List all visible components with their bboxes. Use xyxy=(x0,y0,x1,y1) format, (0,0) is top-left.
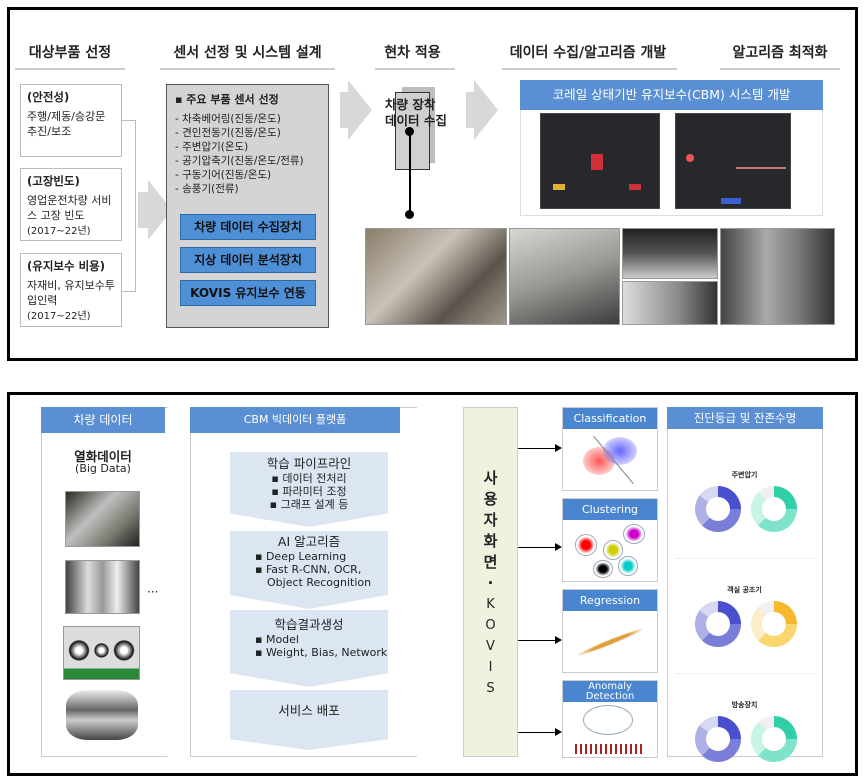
sensor-install-photo xyxy=(509,228,620,325)
kovis-char: 사 xyxy=(483,469,498,487)
bottom-panel xyxy=(7,392,858,776)
component-label: 객실 공조기 xyxy=(727,586,762,594)
kovis-char: K xyxy=(486,597,495,612)
diagnosis-header: 진단등급 및 잔존수명 xyxy=(667,407,823,429)
platform-header: CBM 빅데이터 플랫폼 xyxy=(190,407,400,433)
grade-donut xyxy=(695,716,741,762)
divider xyxy=(15,68,125,70)
component-label: 주변압기 xyxy=(731,471,758,479)
connector xyxy=(122,120,136,292)
sensor-item: - 송풍기(전류) xyxy=(175,183,239,195)
criteria-cost: (유지보수 비용)자재비, 유지보수투입인력(2017~22년) xyxy=(20,253,122,327)
bogie-photo xyxy=(365,228,507,325)
sensor-item: - 견인전동기(진동/온도) xyxy=(175,127,281,139)
stage-heading: 센서 선정 및 시스템 설계 xyxy=(173,45,322,61)
stage-heading: 현차 적용 xyxy=(384,45,441,61)
divider xyxy=(375,68,455,70)
component-label: 방송장치 xyxy=(731,701,758,709)
step-ai-algorithm: AI 알고리즘▪ Deep Learning▪ Fast R-CNN, OCR,… xyxy=(230,531,388,609)
step-pipeline: 학습 파이프라인▪ 데이터 전처리▪ 파라미터 조정▪ 그래프 설계 등 xyxy=(230,452,388,527)
arrow xyxy=(518,543,562,551)
bearing-photo xyxy=(66,690,138,740)
dashboard-screenshot xyxy=(540,113,660,209)
kovis-char: · xyxy=(487,574,494,592)
life-donut xyxy=(751,601,797,647)
cabinet-photo xyxy=(720,228,835,325)
component-photo xyxy=(65,560,140,614)
device-line xyxy=(409,130,411,215)
kovis-char: 자 xyxy=(483,511,498,529)
kovis-char: I xyxy=(488,660,493,675)
arrow xyxy=(466,92,474,128)
sensor-design-box: ▪ 주요 부품 센서 선정 - 차축베어링(진동/온도) - 견인전동기(진동/… xyxy=(166,84,329,328)
vehicle-data-collector: 차량 데이터 수집장치 xyxy=(180,214,316,240)
kovis-integration: KOVIS 유지보수 연동 xyxy=(180,280,316,306)
arrow xyxy=(474,80,498,140)
arrow xyxy=(138,192,148,228)
divider xyxy=(160,68,335,70)
arrow xyxy=(518,444,562,452)
ground-data-analyzer: 지상 데이터 분석장치 xyxy=(180,247,316,273)
monitoring-screenshot xyxy=(675,113,791,209)
stage-heading: 알고리즘 최적화 xyxy=(732,45,828,61)
divider xyxy=(502,68,677,70)
grade-donut xyxy=(695,601,741,647)
dot xyxy=(405,127,414,136)
stage-heading: 대상부품 선정 xyxy=(28,45,112,61)
sensor-item: - 주변압기(온도) xyxy=(175,141,249,153)
kovis-char: 면 xyxy=(483,553,498,571)
component-photo xyxy=(63,626,140,680)
grade-donut xyxy=(695,486,741,532)
arrow xyxy=(518,728,562,736)
life-donut xyxy=(751,486,797,532)
sensor-item: - 차축베어링(진동/온도) xyxy=(175,113,281,125)
stage-heading: 데이터 수집/알고리즘 개발 xyxy=(509,45,667,61)
cable-photo xyxy=(622,228,718,279)
life-donut xyxy=(751,716,797,762)
arrow xyxy=(518,636,562,644)
arrow xyxy=(340,92,348,128)
kovis-char: 화 xyxy=(483,532,498,550)
vehicle-data-header: 차량 데이터 xyxy=(41,407,165,433)
kovis-char: O xyxy=(485,618,496,633)
component-photo xyxy=(65,491,140,547)
divider xyxy=(675,673,815,674)
criteria-safety: (안전성)주행/제동/승강문 추진/보조 xyxy=(20,84,122,157)
device-photo xyxy=(622,281,718,325)
platform-steps: 학습 파이프라인▪ 데이터 전처리▪ 파라미터 조정▪ 그래프 설계 등 AI … xyxy=(190,0,460,784)
clustering-card: Clustering xyxy=(562,498,658,582)
top-panel xyxy=(7,7,858,361)
kovis-char: V xyxy=(486,639,495,654)
sensor-item: - 공기압축기(진동/온도/전류) xyxy=(175,155,304,167)
criteria-failure: (고장빈도)영업운전차량 서비스 고장 빈도(2017~22년) xyxy=(20,168,122,241)
degradation-subtitle: (Big Data) xyxy=(75,462,131,475)
sensor-item: - 구동기어(진동/온도) xyxy=(175,169,272,181)
divider xyxy=(675,558,815,559)
step-deploy: 서비스 배포 xyxy=(230,690,388,750)
kovis-char: 용 xyxy=(483,490,498,508)
degradation-title: 열화데이터 xyxy=(74,449,132,464)
dot xyxy=(405,210,414,219)
cbm-banner: 코레일 상태기반 유지보수(CBM) 시스템 개발 xyxy=(520,80,823,110)
step-results: 학습결과생성▪ Model▪ Weight, Bias, Network xyxy=(230,610,388,687)
sensor-title: ▪ 주요 부품 센서 선정 xyxy=(175,93,279,106)
ellipsis: ··· xyxy=(147,585,159,599)
kovis-char: S xyxy=(486,681,495,696)
arrow xyxy=(348,80,372,140)
classification-card: Classification xyxy=(562,407,658,491)
anomaly-detection-card: Anomaly Detection xyxy=(562,680,658,758)
regression-card: Regression xyxy=(562,589,658,673)
divider xyxy=(720,68,840,70)
